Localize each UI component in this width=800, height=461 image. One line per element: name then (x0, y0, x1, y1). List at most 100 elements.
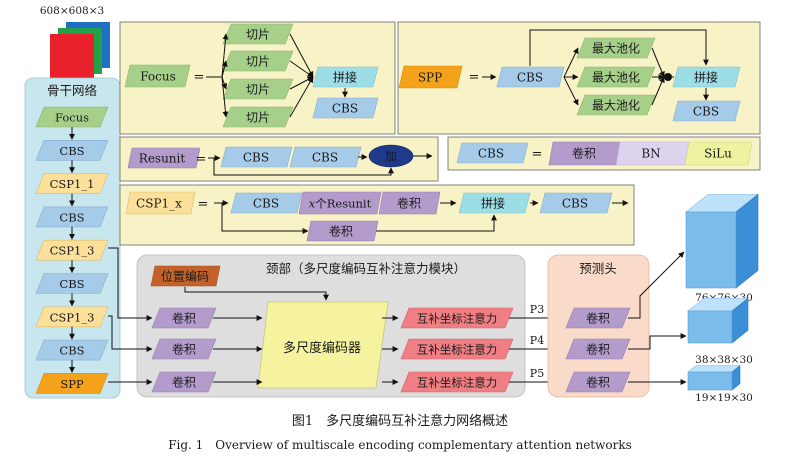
focus-connectors (221, 33, 314, 118)
output-dim-label-2: 38×38×30 (695, 354, 753, 366)
resunit-cbs2-label: CBS (312, 151, 338, 165)
focus-label: Focus (140, 70, 176, 84)
output-tensor-front-1 (685, 211, 737, 289)
focus-cbs-box (312, 97, 379, 119)
backbone-item-4 (35, 206, 109, 228)
backbone-item-8 (35, 339, 109, 361)
csp-cbs-out-box (539, 192, 613, 214)
csp-cbs-in-box (230, 192, 303, 214)
csp-resunit-text: 个Resunit (315, 197, 371, 211)
input-dimension-label: 608×608×3 (40, 5, 104, 17)
resunit-cbs1-label: CBS (243, 151, 269, 165)
backbone-item-label-3: CSP1_1 (50, 177, 95, 191)
csp-resunit-box (298, 191, 382, 215)
focus-cbs-label: CBS (332, 102, 358, 116)
focus-concat-label: 拼接 (333, 70, 357, 85)
spp-cbs-in-label: CBS (517, 71, 543, 85)
backbone-item-7 (35, 306, 109, 328)
p-label-3: P5 (530, 367, 544, 380)
focus-label-box (124, 64, 191, 88)
head-conv-2 (565, 338, 631, 360)
output-tensor-3 (687, 364, 741, 391)
resunit-cbs2-box (289, 146, 362, 168)
spp-concat-label: 拼接 (694, 70, 718, 85)
head-conv-label-3: 卷积 (586, 375, 610, 390)
backbone-item-2 (35, 140, 109, 161)
cbs-equals: = (532, 147, 543, 162)
spp-arrow-merge-3 (651, 76, 665, 106)
output-tensor-front-2 (687, 310, 733, 344)
csp-conv-main-label: 卷积 (397, 196, 421, 211)
focus-arrow-merge-4 (289, 76, 314, 118)
output-tensor-front-3 (687, 371, 733, 391)
encoder-box (257, 301, 389, 389)
spp-cbs-in-box (496, 66, 565, 88)
head-title: 预测头 (579, 261, 617, 276)
backbone-item-label-8: CBS (59, 344, 84, 358)
focus-slice-label-2: 切片 (246, 55, 270, 69)
csp-conv-branch-label: 卷积 (329, 224, 353, 239)
cbs-label-box (456, 142, 529, 164)
cbs-conv-label: 卷积 (572, 146, 596, 161)
csp-branch-arrow (221, 203, 309, 234)
backbone-item-9 (35, 373, 109, 394)
csp-branch-merge-arrow (376, 214, 497, 232)
spp-pool-2 (576, 66, 656, 88)
backbone-item-label-1: Focus (55, 111, 89, 125)
resunit-module: Resunit = CBS CBS 加 (127, 144, 433, 176)
position-encoding-arrow (184, 287, 329, 301)
backbone-title: 骨干网络 (47, 83, 98, 98)
focus-slice-label-1: 切片 (246, 28, 270, 42)
p-label-1: P3 (530, 303, 544, 316)
backbone-item-label-6: CBS (59, 277, 84, 291)
spp-arrow-merge-1 (651, 47, 665, 78)
spp-pool-3 (576, 94, 656, 116)
caption-zh: 图1 多尺度编码互补注意力网络概述 (292, 413, 508, 429)
csp-module: CSP1_x = CBS x个Resunit 卷积 拼接 CBS 卷积 (125, 191, 629, 242)
position-encoding-box (150, 265, 221, 287)
attention-label-2: 互补坐标注意力 (417, 343, 498, 357)
csp-cbs-in-label: CBS (253, 197, 279, 211)
resunit-label-box (127, 147, 201, 169)
neck-title: 颈部（多尺度编码互补注意力模块） (266, 261, 466, 276)
head-conv-label-2: 卷积 (586, 342, 610, 357)
output-dim-label-3: 19×19×30 (695, 392, 753, 404)
spp-arrow-split-3 (563, 76, 579, 106)
input-image-stack (50, 22, 110, 80)
head-arrow-out-1 (628, 251, 685, 319)
resunit-add-label: 加 (385, 150, 397, 164)
focus-arrow-split-1 (221, 33, 229, 78)
focus-slice-4 (222, 106, 294, 128)
neck-conv-1 (151, 307, 217, 329)
cbs-label: CBS (478, 147, 504, 161)
attention-box-2 (400, 338, 514, 360)
spp-cbs-out-label: CBS (693, 105, 719, 119)
cbs-act-box (684, 141, 753, 166)
spp-pool-1 (576, 37, 656, 59)
csp-resunit-label: x个Resunit (309, 197, 372, 211)
connector-csp1-3b-to-neck (108, 315, 153, 352)
csp-equals: = (198, 197, 209, 212)
output-tensor-1 (685, 193, 759, 289)
neck-rows: 卷积互补坐标注意力P3卷积互补坐标注意力P4卷积互补坐标注意力P5 (151, 303, 567, 393)
spp-concat-box (672, 66, 741, 88)
head-arrow-out-2 (628, 333, 687, 350)
resunit-cbs1-box (220, 146, 293, 168)
focus-slice-3 (222, 78, 294, 100)
csp-resunit-count: x (309, 197, 316, 211)
connector-csp1-3a-to-neck (108, 247, 153, 321)
backbone-item-label-7: CSP1_3 (50, 310, 95, 324)
backbone-item-label-9: SPP (60, 377, 84, 391)
spp-label-box (398, 65, 463, 89)
focus-slice-label-3: 切片 (246, 83, 270, 97)
head-conv-3 (565, 371, 631, 393)
caption-en: Fig. 1 Overview of multiscale encoding c… (168, 438, 632, 452)
backbone-item-label-5: CSP1_3 (50, 244, 95, 258)
cbs-module: CBS = 卷积 BN SiLu (456, 141, 753, 166)
input-channel-red (50, 34, 94, 80)
backbone-item-3 (35, 173, 109, 194)
